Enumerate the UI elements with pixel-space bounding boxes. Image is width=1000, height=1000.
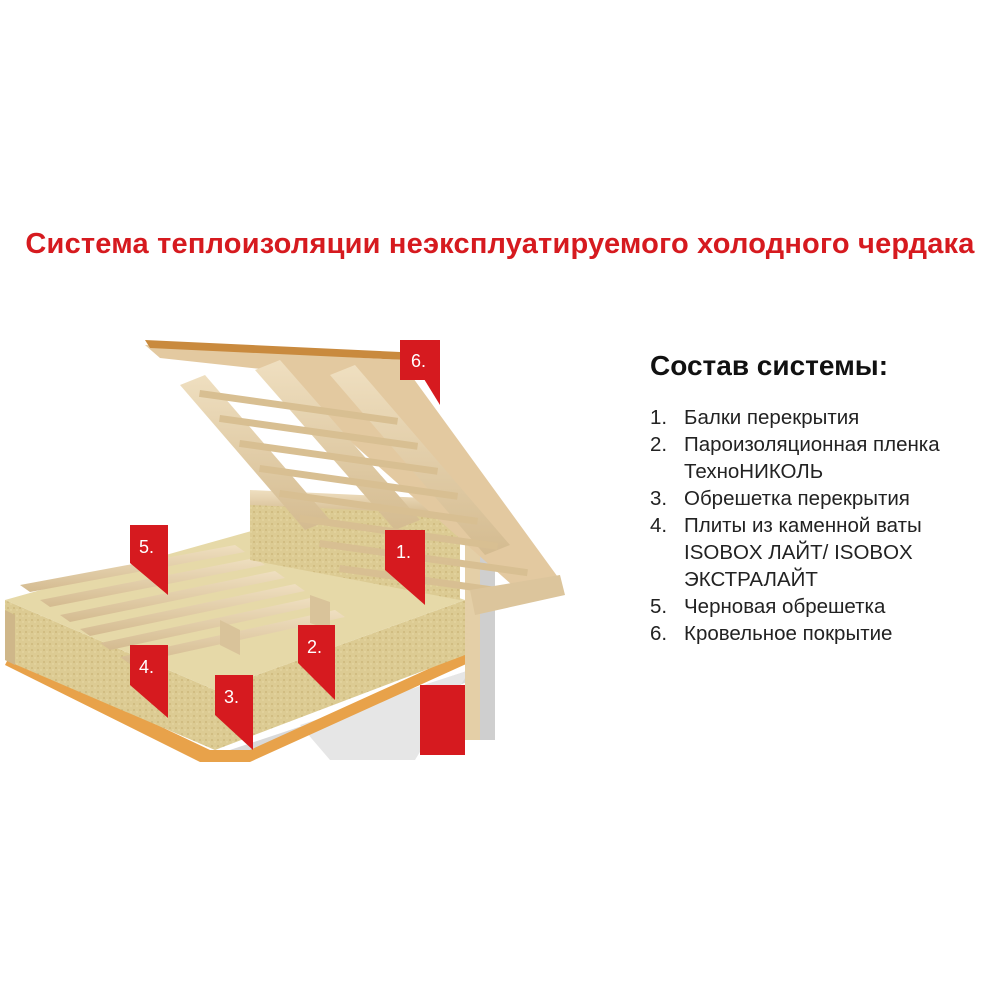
legend-item: 2. Пароизоляционная пленка ТехноНИКОЛЬ <box>650 431 990 485</box>
callout-1: 1. <box>385 530 425 605</box>
callout-5: 5. <box>130 525 168 595</box>
legend-item-text: Плиты из каменной ваты ISOBOX ЛАЙТ/ ISOB… <box>684 514 922 591</box>
attic-insulation-illustration: 6. 5. 1. 2. 4. 3. <box>5 340 565 762</box>
legend-item-text: Обрешетка перекрытия <box>684 487 910 510</box>
legend-item-number: 2. <box>650 433 668 456</box>
legend-item-text: Черновая обрешетка <box>684 595 886 618</box>
legend-item: 5. Черновая обрешетка <box>650 593 990 620</box>
legend-item-number: 5. <box>650 595 668 618</box>
callout-4: 4. <box>130 645 168 718</box>
svg-text:2.: 2. <box>307 637 322 657</box>
legend-item: 6. Кровельное покрытие <box>650 620 990 647</box>
roof-structure <box>145 340 565 615</box>
callout-3: 3. <box>215 675 253 750</box>
legend-item-number: 3. <box>650 487 668 510</box>
legend-item-number: 1. <box>650 406 668 429</box>
legend-item-text: Пароизоляционная пленка ТехноНИКОЛЬ <box>684 433 940 483</box>
svg-text:4.: 4. <box>139 657 154 677</box>
rough-lathing <box>20 545 345 664</box>
legend-item: 4. Плиты из каменной ваты ISOBOX ЛАЙТ/ I… <box>650 512 990 593</box>
vapor-barrier-membrane <box>5 650 475 762</box>
legend-item: 1. Балки перекрытия <box>650 404 990 431</box>
legend-heading: Состав системы: <box>650 350 889 381</box>
svg-text:5.: 5. <box>139 537 154 557</box>
legend-item-number: 4. <box>650 514 668 537</box>
floor-joists <box>5 595 330 665</box>
svg-text:3.: 3. <box>224 687 239 707</box>
legend-list: 1. Балки перекрытия 2. Пароизоляционная … <box>650 404 990 647</box>
svg-text:6.: 6. <box>411 351 426 371</box>
page-title: Система теплоизоляции неэксплуатируемого… <box>25 228 975 260</box>
callout-6: 6. <box>400 340 440 405</box>
svg-text:1.: 1. <box>396 542 411 562</box>
legend-item-text: Балки перекрытия <box>684 406 860 429</box>
legend-item-number: 6. <box>650 622 668 645</box>
legend-item: 3. Обрешетка перекрытия <box>650 485 990 512</box>
legend-item-text: Кровельное покрытие <box>684 622 893 645</box>
system-composition-legend: Состав системы: 1. Балки перекрытия 2. П… <box>650 350 990 647</box>
callout-2: 2. <box>298 625 335 700</box>
